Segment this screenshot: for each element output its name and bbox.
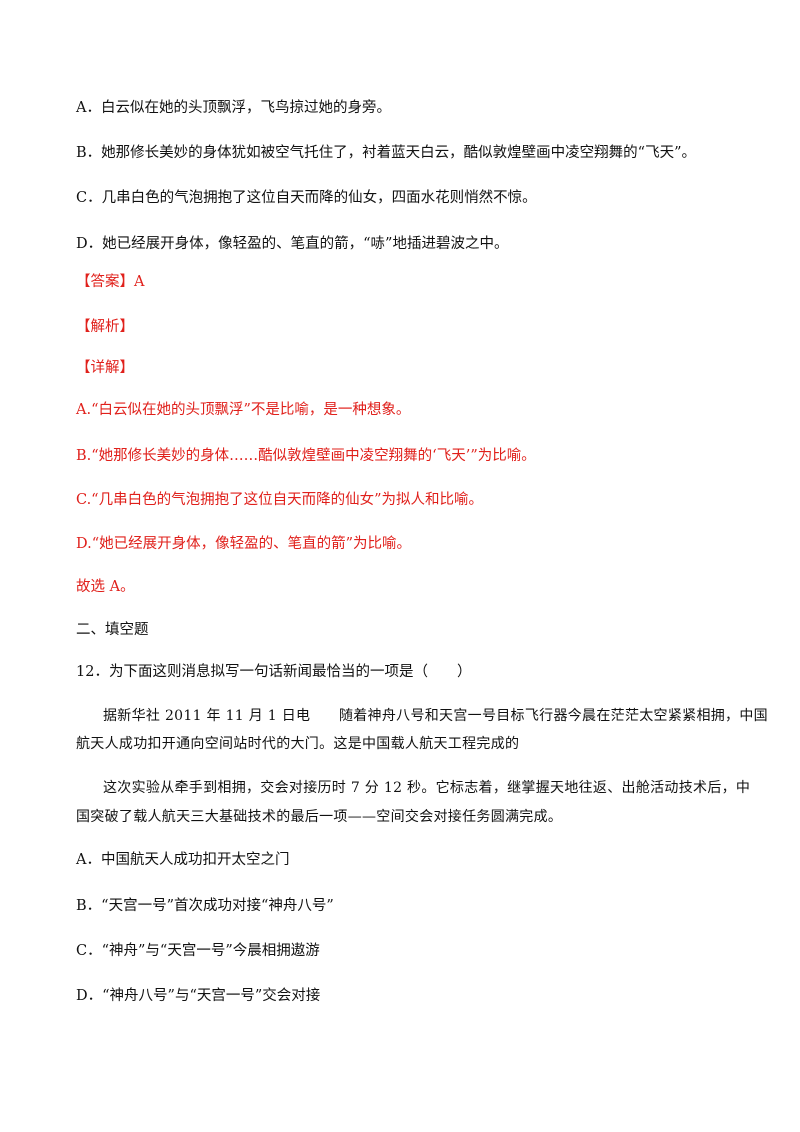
explanation-d: D.“她已经展开身体，像轻盈的、笔直的箭”为比喻。	[76, 536, 412, 552]
q12-option-a: A．中国航天人成功扣开太空之门	[76, 852, 290, 868]
passage-line-2: 航天人成功扣开通向空间站时代的大门。这是中国载人航天工程完成的	[76, 736, 520, 752]
answer-line: 【答案】A	[76, 272, 144, 292]
section-title: 二、填空题	[76, 622, 149, 638]
explanation-c: C.“几串白色的气泡拥抱了这位自天而降的仙女”为拟人和比喻。	[76, 492, 484, 508]
q12-option-c: C．“神舟”与“天宫一号”今晨相拥遨游	[76, 943, 320, 959]
q12-option-b: B．“天宫一号”首次成功对接“神舟八号”	[76, 898, 334, 914]
conclusion: 故选 A。	[76, 579, 135, 595]
passage-line-3: 这次实验从牵手到相拥，交会对接历时 7 分 12 秒。它标志着，继掌握天地往返、…	[103, 780, 751, 796]
answer-label: 【答案】	[76, 274, 134, 290]
explanation-a: A.“白云似在她的头顶飘浮”不是比喻，是一种想象。	[76, 402, 411, 418]
detail-label: 【详解】	[76, 360, 134, 376]
q12-stem: 12．为下面这则消息拟写一句话新闻最恰当的一项是（ ）	[76, 664, 472, 680]
explanation-b: B.“她那修长美妙的身体……酷似敦煌壁画中凌空翔舞的‘飞天’”为比喻。	[76, 448, 536, 464]
passage-line-1: 据新华社 2011 年 11 月 1 日电 随着神舟八号和天宫一号目标飞行器今晨…	[103, 708, 768, 724]
q12-option-d: D．“神舟八号”与“天宫一号”交会对接	[76, 988, 321, 1004]
q11-option-b: B．她那修长美妙的身体犹如被空气托住了，衬着蓝天白云，酷似敦煌壁画中凌空翔舞的“…	[76, 145, 696, 161]
q11-option-d: D．她已经展开身体，像轻盈的、笔直的箭，“哧”地插进碧波之中。	[76, 236, 509, 252]
passage-line-4: 国突破了载人航天三大基础技术的最后一项——空间交会对接任务圆满完成。	[76, 809, 563, 825]
q11-option-c: C．几串白色的气泡拥抱了这位自天而降的仙女，四面水花则悄然不惊。	[76, 190, 537, 206]
answer-value: A	[134, 274, 145, 290]
q11-option-a: A．白云似在她的头顶飘浮，飞鸟掠过她的身旁。	[76, 100, 391, 116]
analysis-label: 【解析】	[76, 319, 134, 335]
